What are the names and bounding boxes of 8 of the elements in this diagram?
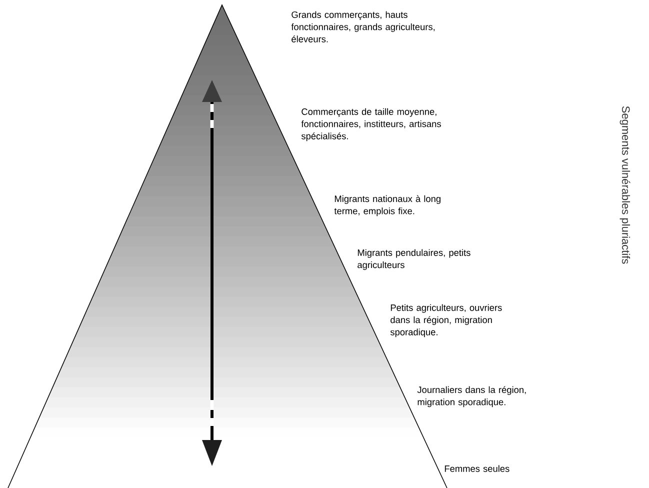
segment-label: Journaliers dans la région, migration sporadique. <box>417 386 526 408</box>
segment-label: Migrants nationaux à long terme, emplois fixe. <box>334 195 440 216</box>
segment-label: Petits agriculteurs, ouvriers dans la région, migration sporadique. <box>390 304 502 338</box>
axis-title: Segments vulnérables pluriactifs <box>620 106 630 264</box>
segment-label: Migrants pendulaires, petits agriculteurs <box>358 249 470 270</box>
segment-label: Grands commerçants, hauts fonctionnaires, grands agriculteurs, éleveurs. <box>291 11 435 42</box>
segment-label: Femmes seules <box>444 465 510 472</box>
segment-label: Commerçants de taille moyenne, fonctionnaires, institteurs, artisans spécialisés. <box>301 108 441 142</box>
